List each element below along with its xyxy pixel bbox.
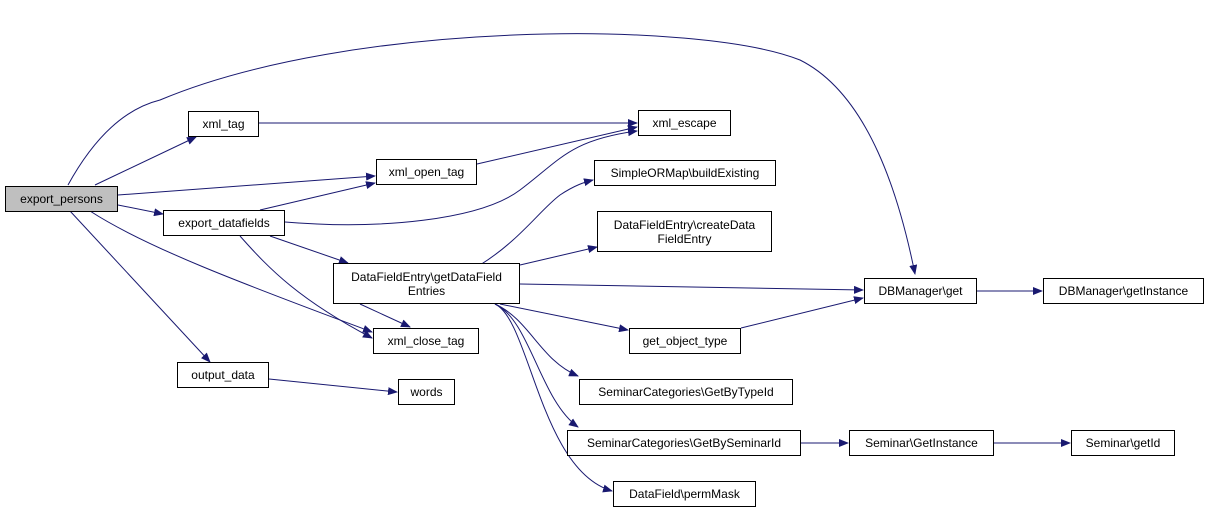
node-words[interactable]: words: [398, 379, 455, 405]
node-dbmanager-get[interactable]: DBManager\get: [864, 278, 977, 304]
edge-export-persons-export-datafields: [117, 204, 164, 217]
node-seminar-getid[interactable]: Seminar\getId: [1071, 430, 1175, 456]
edge-export-persons-xml-tag: [94, 136, 197, 186]
node-dbmanager-getinstance[interactable]: DBManager\getInstance: [1043, 278, 1204, 304]
node-xml-escape[interactable]: xml_escape: [638, 110, 731, 136]
node-xml-open-tag[interactable]: xml_open_tag: [376, 159, 477, 185]
edge-getdatafieldentries-getbyseminarid: [494, 303, 579, 428]
edge-export-persons-dbmanager-get: [67, 33, 918, 275]
node-xml-tag[interactable]: xml_tag: [188, 111, 259, 137]
node-output-data[interactable]: output_data: [177, 362, 269, 388]
node-datafield-permmask[interactable]: DataField\permMask: [613, 481, 756, 507]
edge-output-data-words: [268, 378, 398, 396]
edge-getdatafieldentries-dbmanager-get: [519, 283, 864, 294]
edge-export-datafields-xml-close-tag: [239, 235, 373, 339]
edge-export-datafields-xml-escape: [284, 128, 638, 226]
node-seminarcategories-getbytypeid[interactable]: SeminarCategories\GetByTypeId: [579, 379, 793, 405]
edge-getdatafieldentries-getbytypeid: [494, 303, 579, 377]
edge-getdatafieldentries-buildexisting: [479, 178, 594, 266]
node-export-persons: export_persons: [5, 186, 118, 212]
edge-export-datafields-xml-open-tag: [259, 181, 376, 211]
edge-export-persons-xml-close-tag: [89, 210, 373, 333]
edge-export-persons-output-data: [69, 210, 211, 363]
edge-getdatafieldentries-createdatafieldentry: [519, 245, 598, 266]
edge-xml-open-tag-xml-escape: [476, 125, 638, 165]
edge-getdatafieldentries-get-object-type: [499, 303, 629, 333]
edge-get-object-type-dbmanager-get: [740, 296, 864, 329]
node-simpleormap-buildexisting[interactable]: SimpleORMap\buildExisting: [594, 160, 776, 186]
node-export-datafields[interactable]: export_datafields: [163, 210, 285, 236]
node-seminarcategories-getbyseminarid[interactable]: SeminarCategories\GetBySeminarId: [567, 430, 801, 456]
edge-export-datafields-getdatafieldentries: [269, 235, 349, 264]
node-xml-close-tag[interactable]: xml_close_tag: [373, 328, 479, 354]
edge-export-persons-xml-open-tag: [117, 172, 376, 196]
edge-getdatafieldentries-permmask: [494, 303, 613, 493]
node-seminar-getinstance[interactable]: Seminar\GetInstance: [849, 430, 994, 456]
edge-getdatafieldentries-xml-close-tag: [359, 303, 411, 328]
node-get-object-type[interactable]: get_object_type: [629, 328, 741, 354]
